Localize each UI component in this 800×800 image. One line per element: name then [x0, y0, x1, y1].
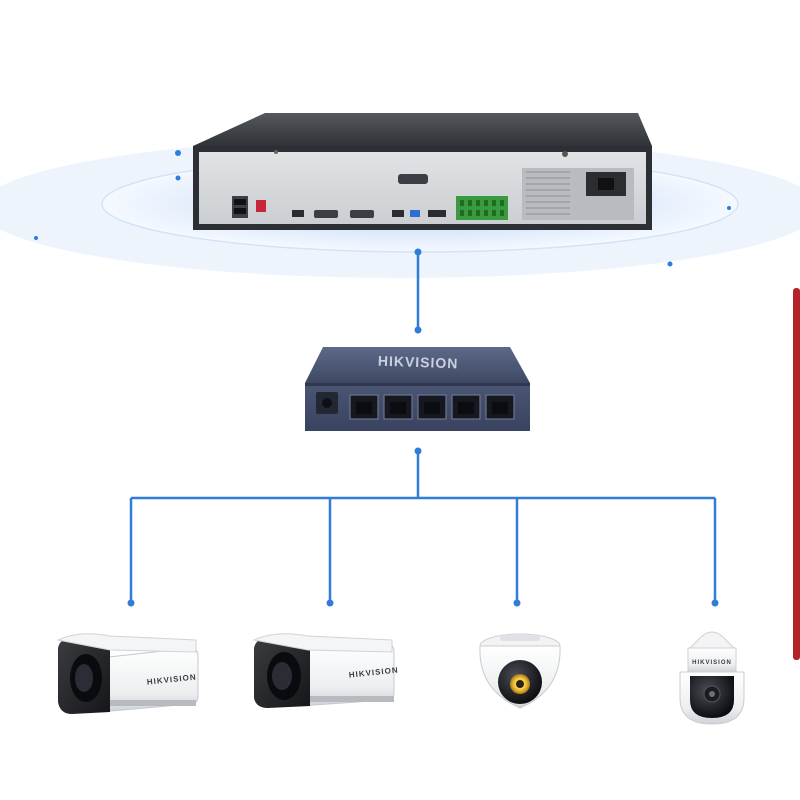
accent-red-edge	[793, 288, 800, 660]
switch-brand-label: HIKVISION	[378, 353, 459, 372]
link-switch-cameras	[129, 451, 717, 600]
bullet-camera-1	[56, 633, 199, 714]
link-nvr-switch	[414, 248, 422, 334]
ptz-dome-camera	[679, 631, 745, 725]
link-endpoints	[127, 447, 719, 607]
ptz-camera-brand: HIKVISION	[692, 660, 732, 666]
turret-camera	[479, 633, 561, 709]
poe-switch	[305, 347, 530, 431]
nvr-recorder	[193, 113, 652, 230]
bullet-camera-2	[252, 633, 395, 708]
